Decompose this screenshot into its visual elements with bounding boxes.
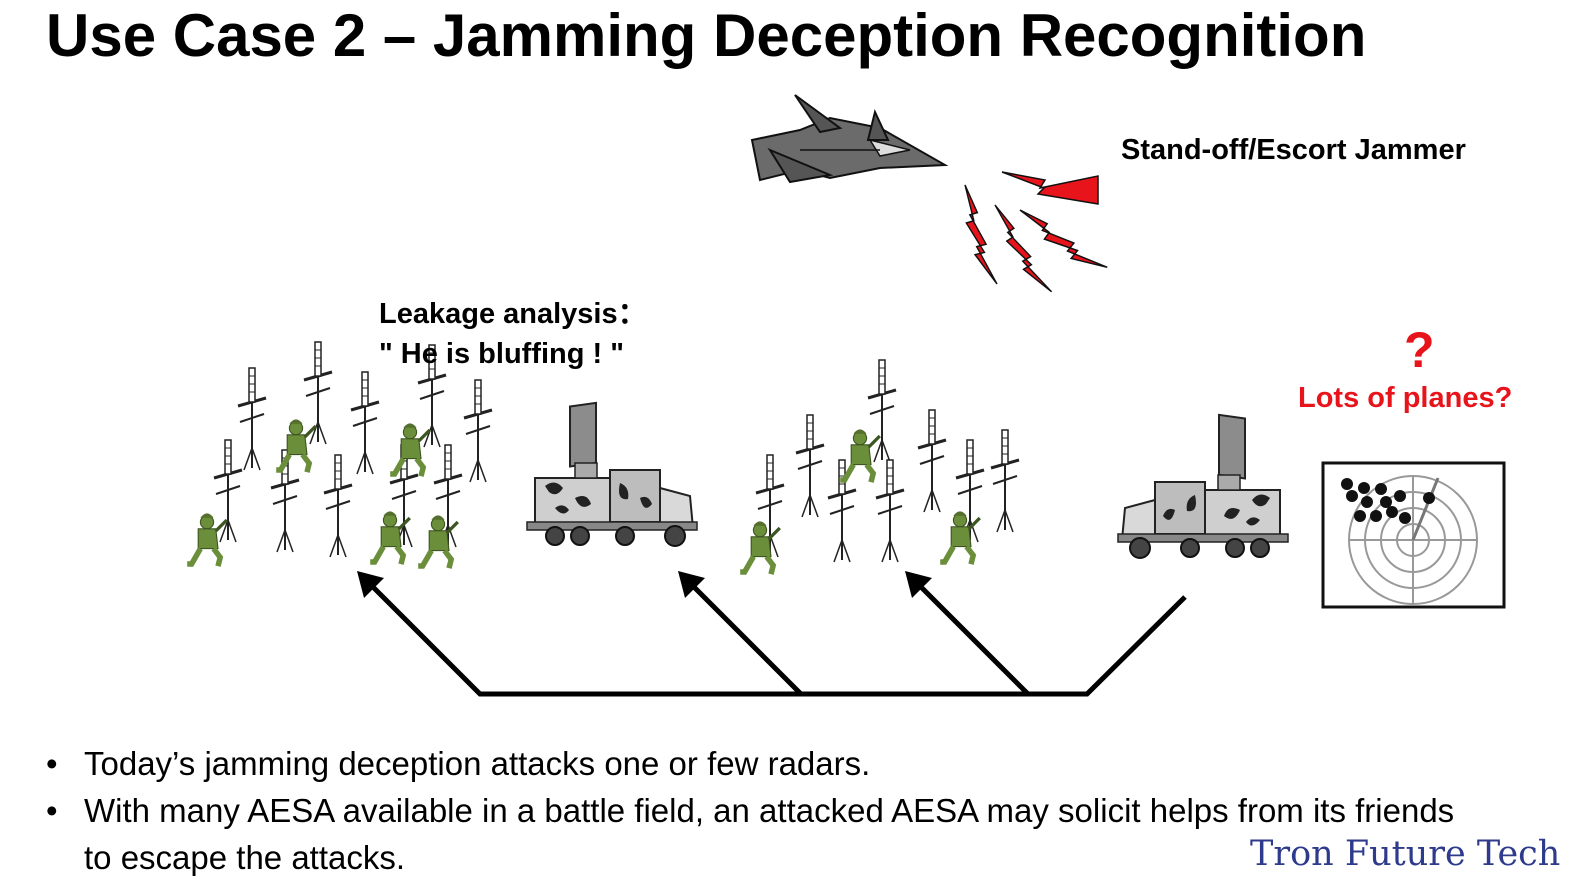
bullet-item: • Today’s jamming deception attacks one … [40, 740, 1480, 787]
antenna-group-middle [754, 358, 1021, 564]
antenna-group-left [212, 340, 494, 559]
bullet-text: With many AESA available in a battle fie… [84, 792, 1455, 876]
bullet-dot: • [46, 745, 58, 782]
bullet-item: • With many AESA available in a battle f… [40, 787, 1480, 881]
jamming-signal-icon [964, 171, 1109, 301]
leakage-line-1: Leakage analysis： [379, 298, 647, 330]
radar-scope-icon [1321, 461, 1506, 609]
watermark-logo: Tron Future Tech [1250, 834, 1561, 874]
leakage-line-2: " He is bluffing ! " [379, 338, 624, 370]
bullet-text: Today’s jamming deception attacks one or… [84, 745, 871, 782]
radar-truck-icon [526, 401, 698, 547]
arrowheads [357, 571, 932, 598]
jammer-label: Stand-off/Escort Jammer [1121, 134, 1466, 166]
bullet-dot: • [46, 792, 58, 829]
bullet-list: • Today’s jamming deception attacks one … [40, 740, 1480, 881]
leakage-analysis-label: Leakage analysis： " He is bluffing ! " [379, 294, 647, 374]
jet-fighter-icon [750, 94, 949, 184]
help-request-arrows [365, 579, 1187, 697]
attacked-radar-truck-icon [1117, 413, 1289, 559]
question-mark: ? [1404, 322, 1435, 378]
lots-of-planes-label: Lots of planes? [1298, 382, 1513, 414]
slide-title: Use Case 2 – Jamming Deception Recogniti… [46, 2, 1367, 69]
